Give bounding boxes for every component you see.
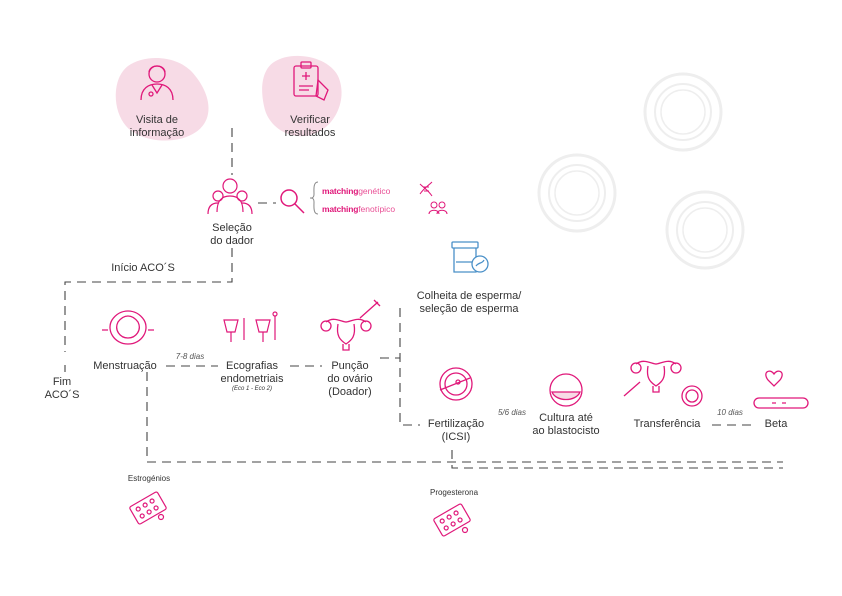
doctor-icon bbox=[140, 65, 174, 101]
sanitary-pad-icon bbox=[102, 310, 154, 345]
interval-fert-cultura: 5/6 dias bbox=[497, 408, 527, 417]
connector-lines bbox=[64, 128, 783, 469]
menstruacao-label: Menstruação bbox=[93, 360, 157, 372]
beta-label: Beta bbox=[764, 418, 788, 430]
ecografias-note: (Eco 1 - Eco 2) bbox=[231, 386, 273, 392]
matching-brace bbox=[309, 181, 319, 215]
ecografias-label: Ecografias endometriais bbox=[220, 360, 284, 385]
cultura-label: Cultura até ao blastocisto bbox=[532, 412, 600, 437]
search-icon bbox=[280, 189, 305, 214]
interval-menstr-eco: 7-8 dias bbox=[175, 352, 205, 361]
people-icon bbox=[428, 201, 448, 215]
verificar-label: Verificar resultados bbox=[284, 114, 336, 139]
blastocyst-icon bbox=[549, 373, 583, 407]
icsi-icon bbox=[439, 367, 473, 401]
decorative-embryo-circles bbox=[537, 72, 745, 270]
uterus-puncture-icon bbox=[320, 299, 381, 351]
matching-genetico: matchinggenético bbox=[322, 186, 391, 196]
progesterona-label: Progesterona bbox=[429, 488, 479, 497]
matching-fenotipico: matchingfenotípico bbox=[322, 204, 396, 214]
transferencia-label: Transferência bbox=[633, 418, 701, 430]
estrogenios-label: Estrogénios bbox=[127, 474, 171, 483]
pregnancy-test-icon bbox=[753, 370, 809, 409]
sperm-cup-icon bbox=[451, 241, 489, 273]
puncao-label: Punção do ovário (Doador) bbox=[327, 360, 373, 398]
fim-acos-label: Fim ACO´S bbox=[44, 376, 80, 401]
visita-label: Visita de informação bbox=[129, 114, 185, 139]
pill-pack-icon-2 bbox=[433, 503, 471, 537]
fertilizacao-label: Fertilização (ICSI) bbox=[427, 418, 485, 443]
dna-icon bbox=[419, 181, 433, 197]
clipboard-icon bbox=[293, 61, 329, 101]
pill-pack-icon bbox=[129, 491, 167, 525]
colheita-label: Colheita de esperma/ seleção de esperma bbox=[416, 290, 522, 315]
interval-transf-beta: 10 dias bbox=[717, 408, 743, 417]
visita-blob bbox=[115, 57, 209, 141]
embryo-transfer-icon bbox=[623, 360, 703, 407]
inicio-acos-label: Início ACO´S bbox=[111, 262, 175, 274]
selecao-dador-label: Seleção do dador bbox=[210, 222, 254, 247]
donor-group-icon bbox=[207, 178, 253, 215]
ultrasound-icon bbox=[223, 311, 278, 342]
